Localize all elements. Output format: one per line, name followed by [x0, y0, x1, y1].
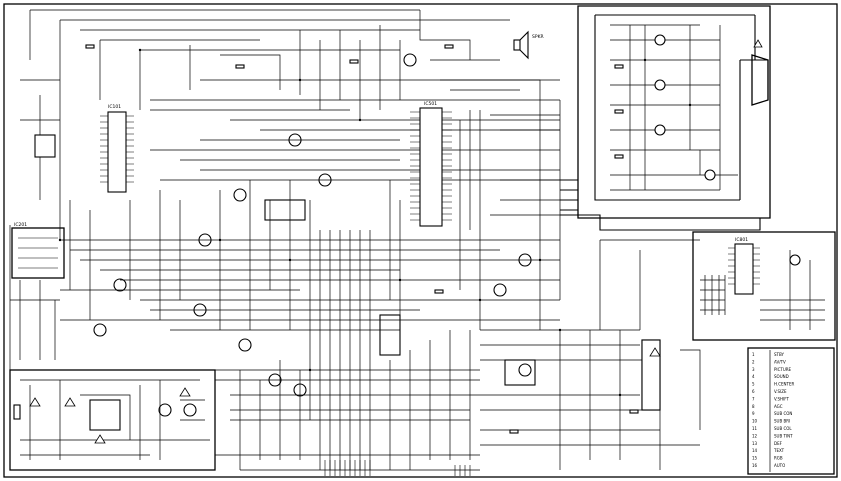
- tuner-block: IC201: [11, 222, 65, 279]
- legend-value: H.CENTER: [774, 382, 794, 387]
- schematic-border: [3, 3, 838, 478]
- legend-key: 15: [752, 456, 758, 461]
- legend-key: 9: [752, 411, 755, 416]
- main-board-wiring-top: [20, 9, 560, 240]
- legend-value: SOUND: [774, 374, 789, 379]
- legend-key: 11: [752, 426, 758, 431]
- legend-key: 16: [752, 463, 758, 468]
- svg-text:IC501: IC501: [424, 101, 437, 107]
- legend-value: SUB CON: [774, 411, 792, 416]
- legend-value: AUTO: [774, 463, 785, 468]
- legend-key: 4: [752, 374, 755, 379]
- legend-value: PICTURE: [774, 367, 792, 372]
- legend-value: STBY: [774, 352, 785, 357]
- speaker-label: SPKR: [532, 34, 544, 40]
- legend-key: 1: [752, 352, 755, 357]
- legend-value: SUB TINT: [774, 433, 793, 438]
- legend-value: AGC: [774, 404, 783, 409]
- power-supply-block: [9, 369, 216, 471]
- legend-key: 5: [752, 382, 755, 387]
- crt-drive-transistors: [610, 24, 738, 191]
- junction-dots: [58, 48, 692, 397]
- speaker-icon: [513, 30, 529, 60]
- legend-value: V.SIZE: [774, 389, 787, 394]
- crt-warning-triangle: [753, 39, 763, 48]
- legend-rows: 1 STBY 2 AV/TV 3 PICTURE 4 SOUND 5 H.CENTER 6 V.SIZ…: [752, 352, 794, 468]
- legend-value: AV/TV: [774, 359, 786, 364]
- svg-text:IC101: IC101: [108, 104, 121, 110]
- crt-interconnect-wires: [560, 179, 761, 231]
- legend-key: 3: [752, 367, 755, 372]
- legend-value: RGB: [774, 456, 783, 461]
- legend-key: 8: [752, 404, 755, 409]
- crt-board-outline: [577, 5, 771, 219]
- svg-text:IC201: IC201: [14, 222, 27, 228]
- transistor-symbols: [93, 53, 532, 397]
- flyback-transformer: [641, 339, 661, 411]
- bottom-connector: [324, 460, 471, 476]
- legend-value: SUB COL: [774, 426, 792, 431]
- main-ic-501: IC501: [410, 101, 452, 227]
- deflection-block: [215, 239, 701, 471]
- legend-value: SUB BRI: [774, 419, 790, 424]
- svg-text:IC801: IC801: [735, 237, 748, 243]
- legend-key: 6: [752, 389, 755, 394]
- legend-key: 14: [752, 448, 758, 453]
- legend-key: 13: [752, 441, 758, 446]
- legend-value: DEF: [774, 441, 783, 446]
- legend-key: 10: [752, 419, 758, 424]
- flyback-warning-triangle: [649, 347, 661, 357]
- legend-key: 2: [752, 359, 755, 364]
- crt-socket: [751, 54, 769, 106]
- micro-ic-101: IC101: [100, 104, 134, 193]
- legend-key: 12: [752, 433, 758, 438]
- legend-value: TEXT: [773, 448, 785, 453]
- crt-board-inner: [594, 14, 769, 201]
- legend-value: V.SHIFT: [774, 396, 789, 401]
- main-board-wiring-middle: [9, 100, 561, 470]
- legend-key: 7: [752, 396, 755, 401]
- function-legend-table: [747, 347, 835, 475]
- resistor-symbols: [85, 44, 639, 434]
- key-board-block: IC801: [692, 231, 836, 341]
